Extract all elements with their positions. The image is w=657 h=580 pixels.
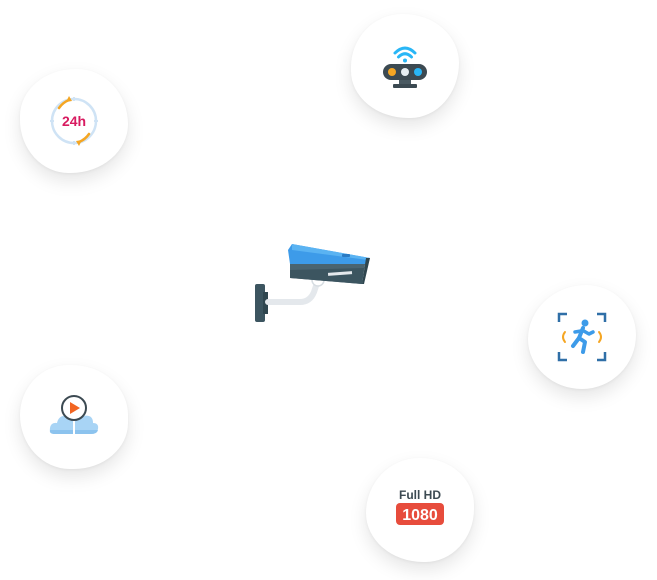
full-hd-feature-card: Full HD 1080: [366, 458, 474, 562]
security-camera-icon: [255, 244, 370, 322]
motion-detection-icon: [557, 312, 607, 362]
resolution-label: 1080: [402, 507, 438, 524]
full-hd-label: Full HD: [399, 488, 441, 502]
wifi-feature-card: [351, 14, 459, 118]
full-hd-icon: Full HD 1080: [396, 488, 444, 525]
always-on-feature-card: 24h: [20, 69, 128, 173]
cloud-storage-feature-card: [20, 365, 128, 469]
cloud-play-icon: [49, 395, 99, 434]
motion-detection-feature-card: [528, 285, 636, 389]
wifi-camera-icon: [383, 46, 427, 88]
24h-label: 24h: [62, 113, 86, 129]
24h-clock-icon: 24h: [50, 96, 98, 146]
